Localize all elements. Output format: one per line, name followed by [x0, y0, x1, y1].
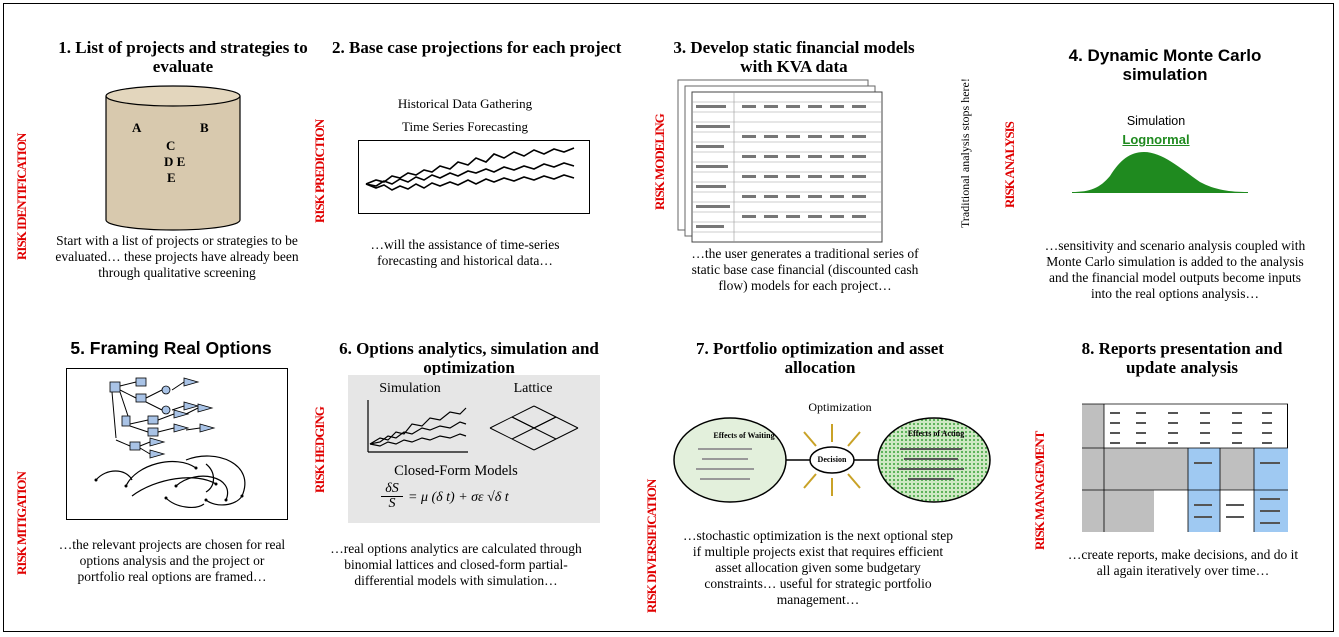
- panel-simulation-label: Simulation: [379, 381, 441, 396]
- traditional-analysis-note: Traditional analysis stops here!: [958, 78, 972, 228]
- formula-rhs: = μ (δ t) + σε √δ t: [408, 490, 509, 505]
- portfolio-optimization-figure: [673, 417, 991, 503]
- projects-cylinder: A B C D E E: [105, 85, 241, 231]
- cylinder-letter-a: A: [132, 120, 142, 135]
- real-options-framing-figure: [66, 368, 288, 520]
- financial-model-sheets: [677, 79, 883, 243]
- step5-title: 5. Framing Real Options: [70, 338, 272, 358]
- step8-desc: …create reports, make decisions, and do …: [1067, 547, 1299, 578]
- label-risk-modeling: RISK MODELING: [652, 114, 667, 210]
- lattice-figure: [489, 405, 579, 451]
- cylinder-letter-c: C: [166, 138, 175, 153]
- diagram-frame: [3, 3, 1334, 632]
- step4-title: 4. Dynamic Monte Carlo simulation: [1068, 46, 1262, 84]
- label-risk-identification: RISK IDENTIFICATION: [14, 133, 29, 260]
- forecast-chart: [358, 140, 590, 214]
- step2-title: 2. Base case projections for each projec…: [332, 38, 622, 57]
- report-table-figure: [1082, 386, 1288, 532]
- step8-title: 8. Reports presentation and update analy…: [1081, 339, 1283, 377]
- decision-label: Decision: [817, 455, 847, 464]
- step3-title: 3. Develop static financial models with …: [673, 38, 915, 76]
- cylinder-letters-de: D E: [164, 154, 185, 169]
- label-risk-mitigation: RISK MITIGATION: [14, 472, 29, 575]
- step1-title: 1. List of projects and strategies to ev…: [58, 38, 308, 76]
- label-risk-diversification: RISK DIVERSIFICATION: [644, 479, 659, 613]
- step4-desc: …sensitivity and scenario analysis coupl…: [1044, 238, 1306, 301]
- step7-title: 7. Portfolio optimization and asset allo…: [696, 339, 944, 377]
- base-case-line2: Time Series Forecasting: [402, 119, 528, 134]
- lognormal-label: Lognormal: [1122, 132, 1190, 147]
- panel-lattice-label: Lattice: [513, 381, 553, 396]
- options-analytics-panel: [348, 375, 600, 523]
- step3-desc: …the user generates a traditional series…: [691, 246, 919, 293]
- effects-of-waiting-label: Effects of Waiting: [713, 431, 775, 440]
- cylinder-letter-b: B: [200, 120, 209, 135]
- base-case-line1: Historical Data Gathering: [397, 96, 533, 111]
- label-risk-analysis: RISK ANALYSIS: [1002, 122, 1017, 208]
- step7-desc: …stochastic optimization is the next opt…: [683, 528, 953, 607]
- simulation-paths-figure: [367, 400, 468, 453]
- effects-of-acting-label: Effects of Acting: [907, 429, 965, 438]
- step6-title: 6. Options analytics, simulation and opt…: [339, 339, 599, 377]
- step2-desc: …will the assistance of time-series fore…: [370, 237, 560, 268]
- label-risk-management: RISK MANAGEMENT: [1032, 431, 1047, 550]
- panel-closed-form-label: Closed-Form Models: [394, 463, 518, 479]
- label-risk-prediction: RISK PREDICTION: [312, 119, 327, 223]
- step1-desc: Start with a list of projects or strateg…: [55, 233, 299, 280]
- cylinder-letter-e: E: [167, 170, 176, 185]
- label-risk-hedging: RISK HEDGING: [312, 407, 327, 493]
- monte-carlo-caption: Simulation: [1126, 114, 1186, 128]
- lognormal-distribution: [1072, 152, 1248, 193]
- step6-desc: …real options analytics are calculated t…: [330, 541, 582, 588]
- optimization-caption: Optimization: [808, 400, 872, 414]
- step5-desc: …the relevant projects are chosen for re…: [58, 537, 286, 584]
